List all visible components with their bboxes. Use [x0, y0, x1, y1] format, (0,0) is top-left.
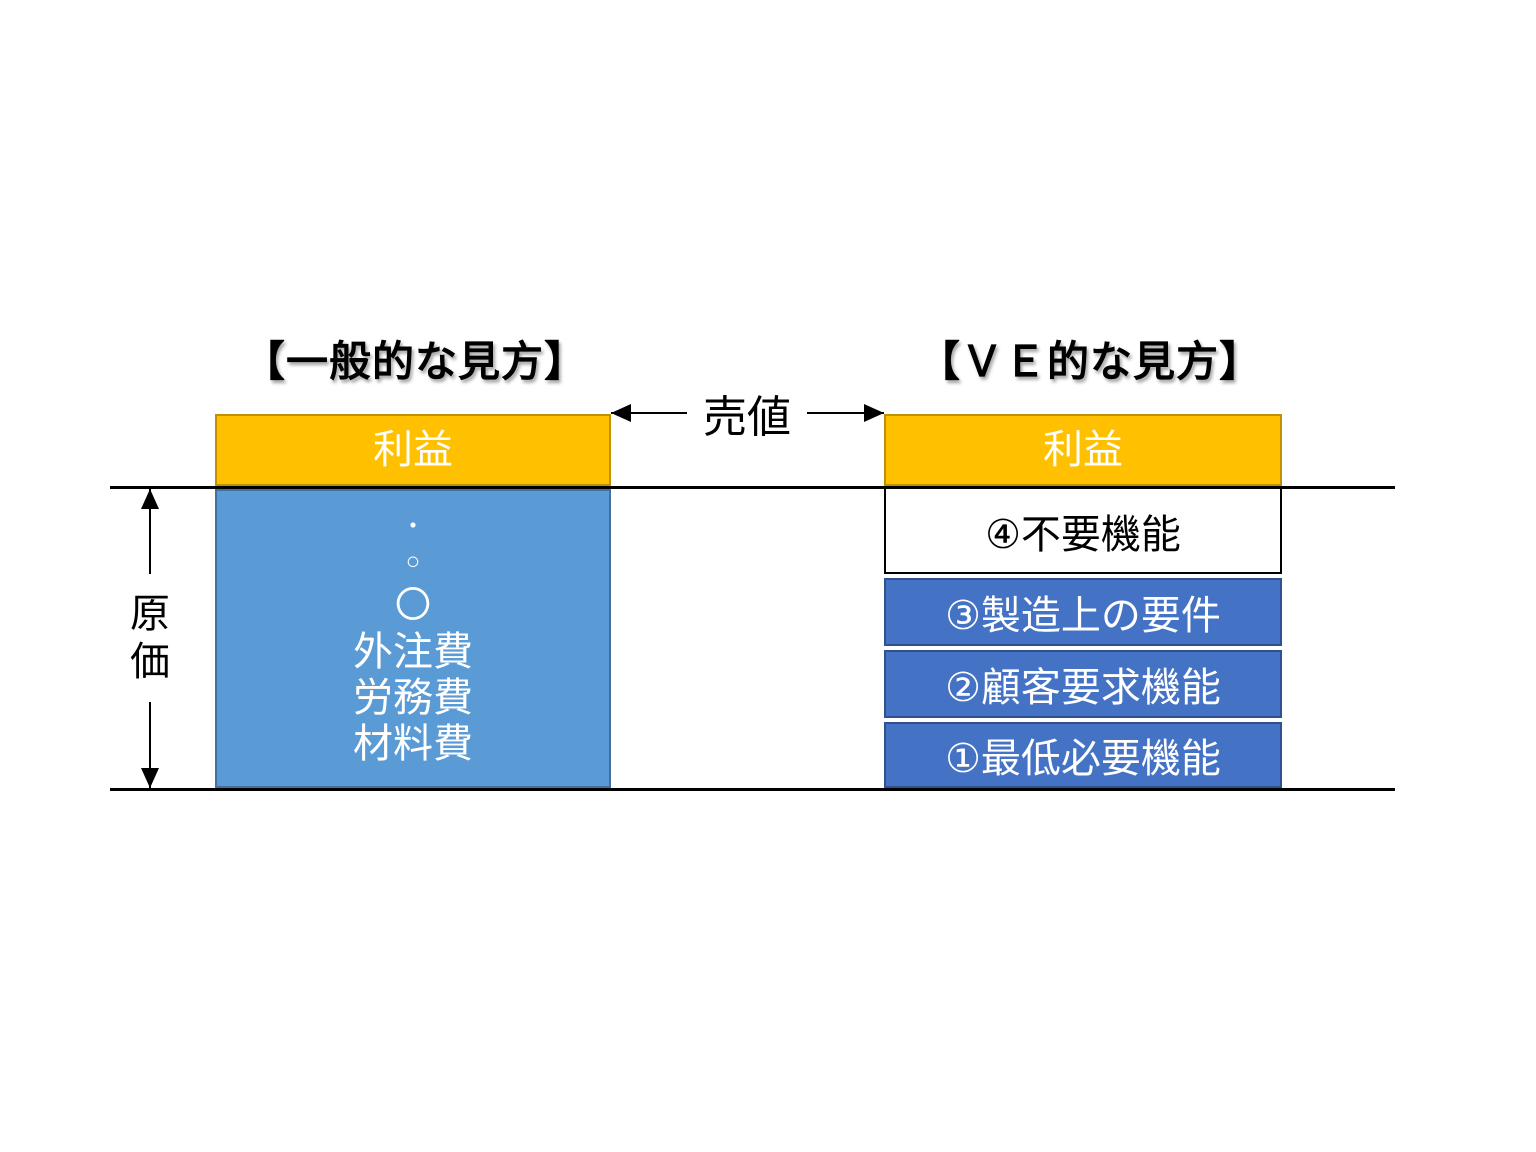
cost-baseline [110, 788, 1395, 791]
ve-row-4-unnecessary-function: ④不要機能 [884, 489, 1282, 574]
cost-label: 原価 [128, 574, 172, 702]
selling-price-baseline [110, 486, 1395, 489]
ve-profit-bar: 利益 [884, 414, 1282, 486]
ve-row-3-manufacturing-requirement: ③製造上の要件 [884, 578, 1282, 646]
ve-row-1-minimum-required-function: ①最低必要機能 [884, 722, 1282, 788]
selling-price-label: 売値 [687, 381, 807, 445]
cost-item-labor: 労務費 [353, 676, 473, 720]
cost-item-circle-small: ○ [405, 548, 421, 575]
general-view-title: 【一般的な見方】 [242, 338, 587, 385]
cost-item-circle-large: 〇 [394, 584, 431, 625]
ve-row-2-customer-required-function: ②顧客要求機能 [884, 650, 1282, 718]
cost-arrowhead-up-icon [141, 489, 159, 509]
selling-price-arrowhead-right-icon [864, 404, 884, 422]
ve-profit-label: 利益 [1043, 428, 1123, 472]
general-profit-label: 利益 [373, 428, 453, 472]
general-profit-bar: 利益 [215, 414, 611, 486]
cost-item-material: 材料費 [353, 722, 473, 766]
ve-view-title: 【ＶＥ的な見方】 [917, 338, 1262, 385]
selling-price-arrowhead-left-icon [611, 404, 631, 422]
general-cost-box: ・ ○ 〇 外注費 労務費 材料費 [215, 489, 611, 788]
cost-item-dot: ・ [401, 513, 425, 540]
cost-arrowhead-down-icon [141, 768, 159, 788]
cost-item-outsourcing: 外注費 [353, 630, 473, 674]
